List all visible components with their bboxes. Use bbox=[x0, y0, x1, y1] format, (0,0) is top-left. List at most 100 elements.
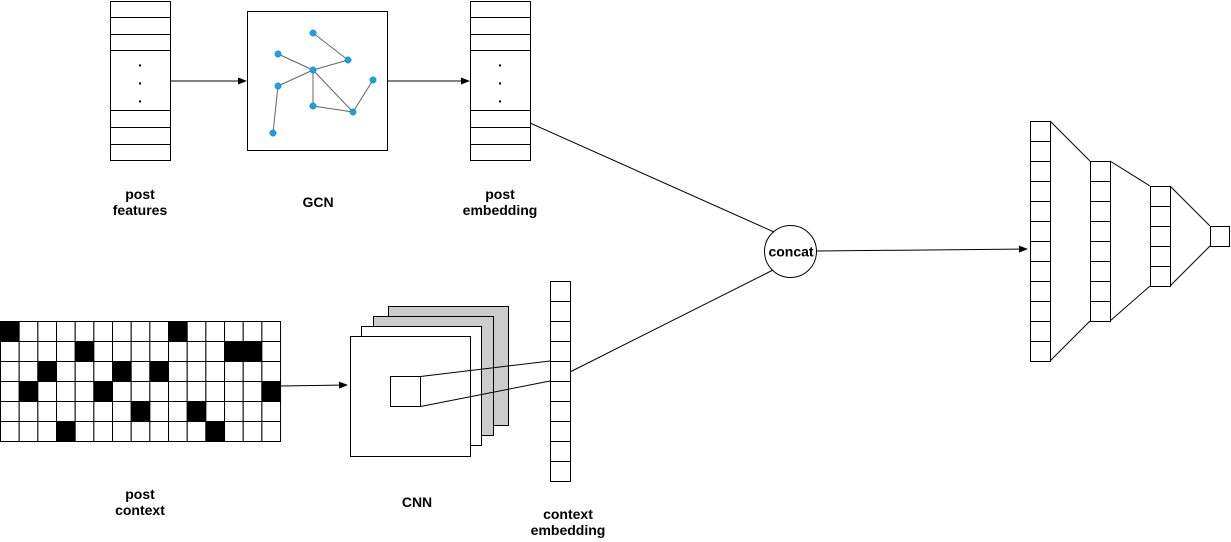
grid-cell bbox=[37, 401, 58, 422]
grid-cell-filled bbox=[74, 341, 95, 362]
grid-cell-filled bbox=[130, 401, 151, 422]
ellipsis-dot: · bbox=[498, 93, 503, 109]
line-embedding-to-concat bbox=[529, 122, 775, 233]
grid-cell bbox=[0, 381, 20, 402]
grid-cell bbox=[74, 401, 95, 422]
grid-cell bbox=[242, 381, 263, 402]
grid-cell bbox=[130, 361, 151, 382]
grid-cell-filled bbox=[261, 381, 282, 402]
grid-cell bbox=[261, 361, 282, 382]
label-cnn: CNN bbox=[401, 494, 433, 510]
embedding-cell bbox=[550, 301, 571, 322]
grid-cell bbox=[112, 421, 132, 442]
mlp-layer-3-unit bbox=[1150, 266, 1171, 287]
grid-cell bbox=[168, 361, 188, 382]
grid-cell bbox=[93, 421, 114, 442]
grid-cell bbox=[130, 421, 151, 442]
grid-cell bbox=[18, 401, 39, 422]
grid-cell bbox=[130, 381, 151, 402]
embedding-cell bbox=[550, 321, 571, 342]
grid-cell bbox=[224, 381, 244, 402]
mlp-layer-2-unit bbox=[1090, 161, 1111, 182]
grid-cell-filled bbox=[149, 361, 170, 382]
embedding-cell bbox=[550, 381, 571, 402]
grid-cell bbox=[186, 421, 207, 442]
grid-cell-filled bbox=[0, 321, 20, 342]
grid-cell bbox=[112, 321, 132, 342]
mlp-layer-1-unit bbox=[1030, 281, 1051, 302]
label-post-embedding: post embedding bbox=[462, 186, 538, 218]
mlp-layer-1-unit bbox=[1030, 141, 1051, 162]
graph-nodes bbox=[269, 29, 377, 137]
grid-cell bbox=[56, 361, 76, 382]
grid-cell bbox=[242, 321, 263, 342]
grid-cell-filled bbox=[37, 361, 58, 382]
mlp-layer-2-unit bbox=[1090, 301, 1111, 322]
grid-cell bbox=[224, 361, 244, 382]
embedding-cell bbox=[550, 441, 571, 462]
cnn-kernel bbox=[390, 376, 421, 407]
grid-cell bbox=[0, 341, 20, 362]
grid-cell bbox=[130, 321, 151, 342]
embedding-cell bbox=[550, 341, 571, 362]
mlp-layer-2-unit bbox=[1090, 261, 1111, 282]
grid-cell bbox=[205, 401, 226, 422]
mlp-layer-1-unit bbox=[1030, 181, 1051, 202]
mlp-layer-3-unit bbox=[1150, 206, 1171, 227]
grid-cell bbox=[149, 341, 170, 362]
grid-cell bbox=[37, 321, 58, 342]
grid-cell bbox=[112, 401, 132, 422]
post-context-grid bbox=[0, 321, 282, 442]
grid-cell bbox=[205, 321, 226, 342]
mlp-layer-1-unit bbox=[1030, 261, 1051, 282]
grid-cell bbox=[186, 341, 207, 362]
grid-cell bbox=[242, 421, 263, 442]
mlp-layer-1-unit bbox=[1030, 221, 1051, 242]
grid-cell bbox=[205, 341, 226, 362]
mlp-layer-1-unit bbox=[1030, 321, 1051, 342]
grid-cell bbox=[205, 381, 226, 402]
arrow-concat-to-mlp bbox=[816, 245, 1028, 253]
embedding-cell bbox=[550, 401, 571, 422]
grid-cell bbox=[74, 321, 95, 342]
grid-cell bbox=[130, 341, 151, 362]
grid-cell bbox=[149, 381, 170, 402]
ellipsis-dot: · bbox=[138, 57, 143, 73]
grid-cell bbox=[0, 401, 20, 422]
output-node bbox=[1210, 226, 1230, 247]
mlp-network bbox=[1030, 120, 1230, 362]
grid-cell bbox=[112, 381, 132, 402]
graph-edges bbox=[272, 32, 374, 134]
label-context-embedding: context embedding bbox=[530, 506, 606, 538]
grid-cell bbox=[261, 421, 282, 442]
grid-cell bbox=[186, 321, 207, 342]
mlp-layer-2-unit bbox=[1090, 281, 1111, 302]
mlp-layer-1-unit bbox=[1030, 161, 1051, 182]
grid-cell bbox=[37, 381, 58, 402]
grid-cell bbox=[93, 321, 114, 342]
mlp-layer-3-unit bbox=[1150, 226, 1171, 247]
grid-cell bbox=[56, 381, 76, 402]
post-embedding-vector: · · · bbox=[470, 1, 531, 161]
grid-cell bbox=[149, 401, 170, 422]
grid-cell bbox=[0, 361, 20, 382]
ellipsis-dot: · bbox=[498, 75, 503, 91]
grid-cell bbox=[261, 321, 282, 342]
cnn-feature-maps bbox=[350, 306, 551, 457]
grid-cell-filled bbox=[112, 361, 132, 382]
mlp-layer-3-unit bbox=[1150, 186, 1171, 207]
grid-cell bbox=[205, 361, 226, 382]
mlp-layer-1-unit bbox=[1030, 121, 1051, 142]
grid-cell bbox=[242, 401, 263, 422]
grid-cell bbox=[74, 421, 95, 442]
arrow-context-to-cnn bbox=[280, 381, 348, 389]
label-post-context: post context bbox=[115, 486, 165, 518]
ellipsis-dot: · bbox=[138, 75, 143, 91]
ellipsis-dot: · bbox=[498, 57, 503, 73]
label-post-features: post features bbox=[112, 186, 168, 218]
grid-cell bbox=[261, 341, 282, 362]
embedding-cell bbox=[550, 461, 571, 482]
concat-label: concat bbox=[768, 244, 813, 260]
grid-cell bbox=[168, 401, 188, 422]
